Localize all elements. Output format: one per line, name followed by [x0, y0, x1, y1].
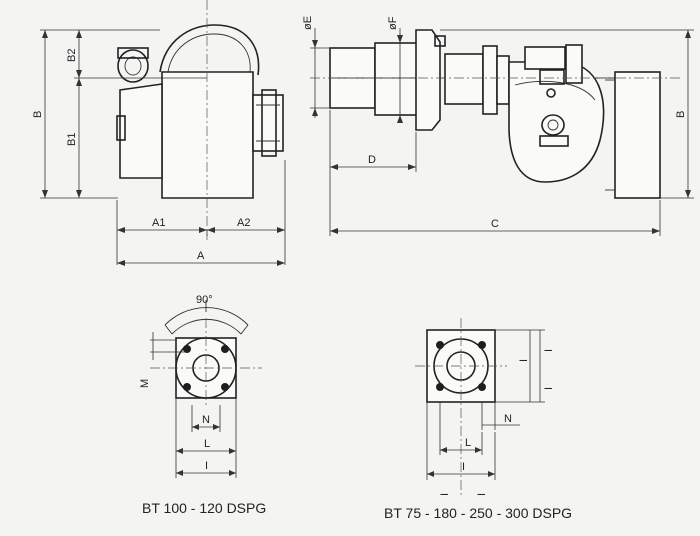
dim-label-phi-e: øE — [302, 16, 314, 30]
dim-label-b1: B1 — [66, 133, 78, 146]
dim-label-n-left: N — [202, 414, 210, 426]
dim-label-a2: A2 — [237, 217, 250, 229]
dim-label-i-right-b: I — [543, 387, 555, 390]
front-view — [116, 0, 284, 240]
dim-label-i-left: I — [205, 460, 208, 472]
dim-label-n-right: N — [504, 413, 512, 425]
dim-label-a: A — [197, 250, 205, 262]
angle-label: 90° — [196, 294, 213, 306]
dim-label-a1: A1 — [152, 217, 165, 229]
dim-label-i-right-c: I — [462, 461, 465, 473]
dim-label-l-right: L — [465, 437, 471, 449]
dim-label-c: C — [491, 218, 499, 230]
side-dimensions: øE øF B D C — [302, 16, 694, 236]
dim-label-phi-f: øF — [387, 16, 399, 30]
dim-label-i-bottom-b: I — [476, 493, 488, 496]
flange-detail-round: 90° M N L I — [139, 294, 262, 478]
dim-label-i-bottom-a: I — [439, 493, 451, 496]
dim-label-b2: B2 — [66, 49, 78, 62]
flange-detail-square: I I I N L I I I — [415, 318, 555, 496]
dim-label-m: M — [139, 379, 151, 388]
dim-label-i1: I — [518, 359, 530, 362]
dim-label-l-left: L — [204, 438, 210, 450]
side-view — [310, 29, 680, 199]
dim-label-b: B — [32, 111, 44, 118]
caption-right: BT 75 - 180 - 250 - 300 DSPG — [384, 505, 572, 521]
dim-label-i-right-a: I — [543, 349, 555, 352]
front-dimensions: B B2 B1 A1 A2 A — [32, 29, 286, 266]
dim-label-d: D — [368, 154, 376, 166]
dim-label-b-right: B — [675, 111, 687, 118]
caption-left: BT 100 - 120 DSPG — [142, 500, 266, 516]
